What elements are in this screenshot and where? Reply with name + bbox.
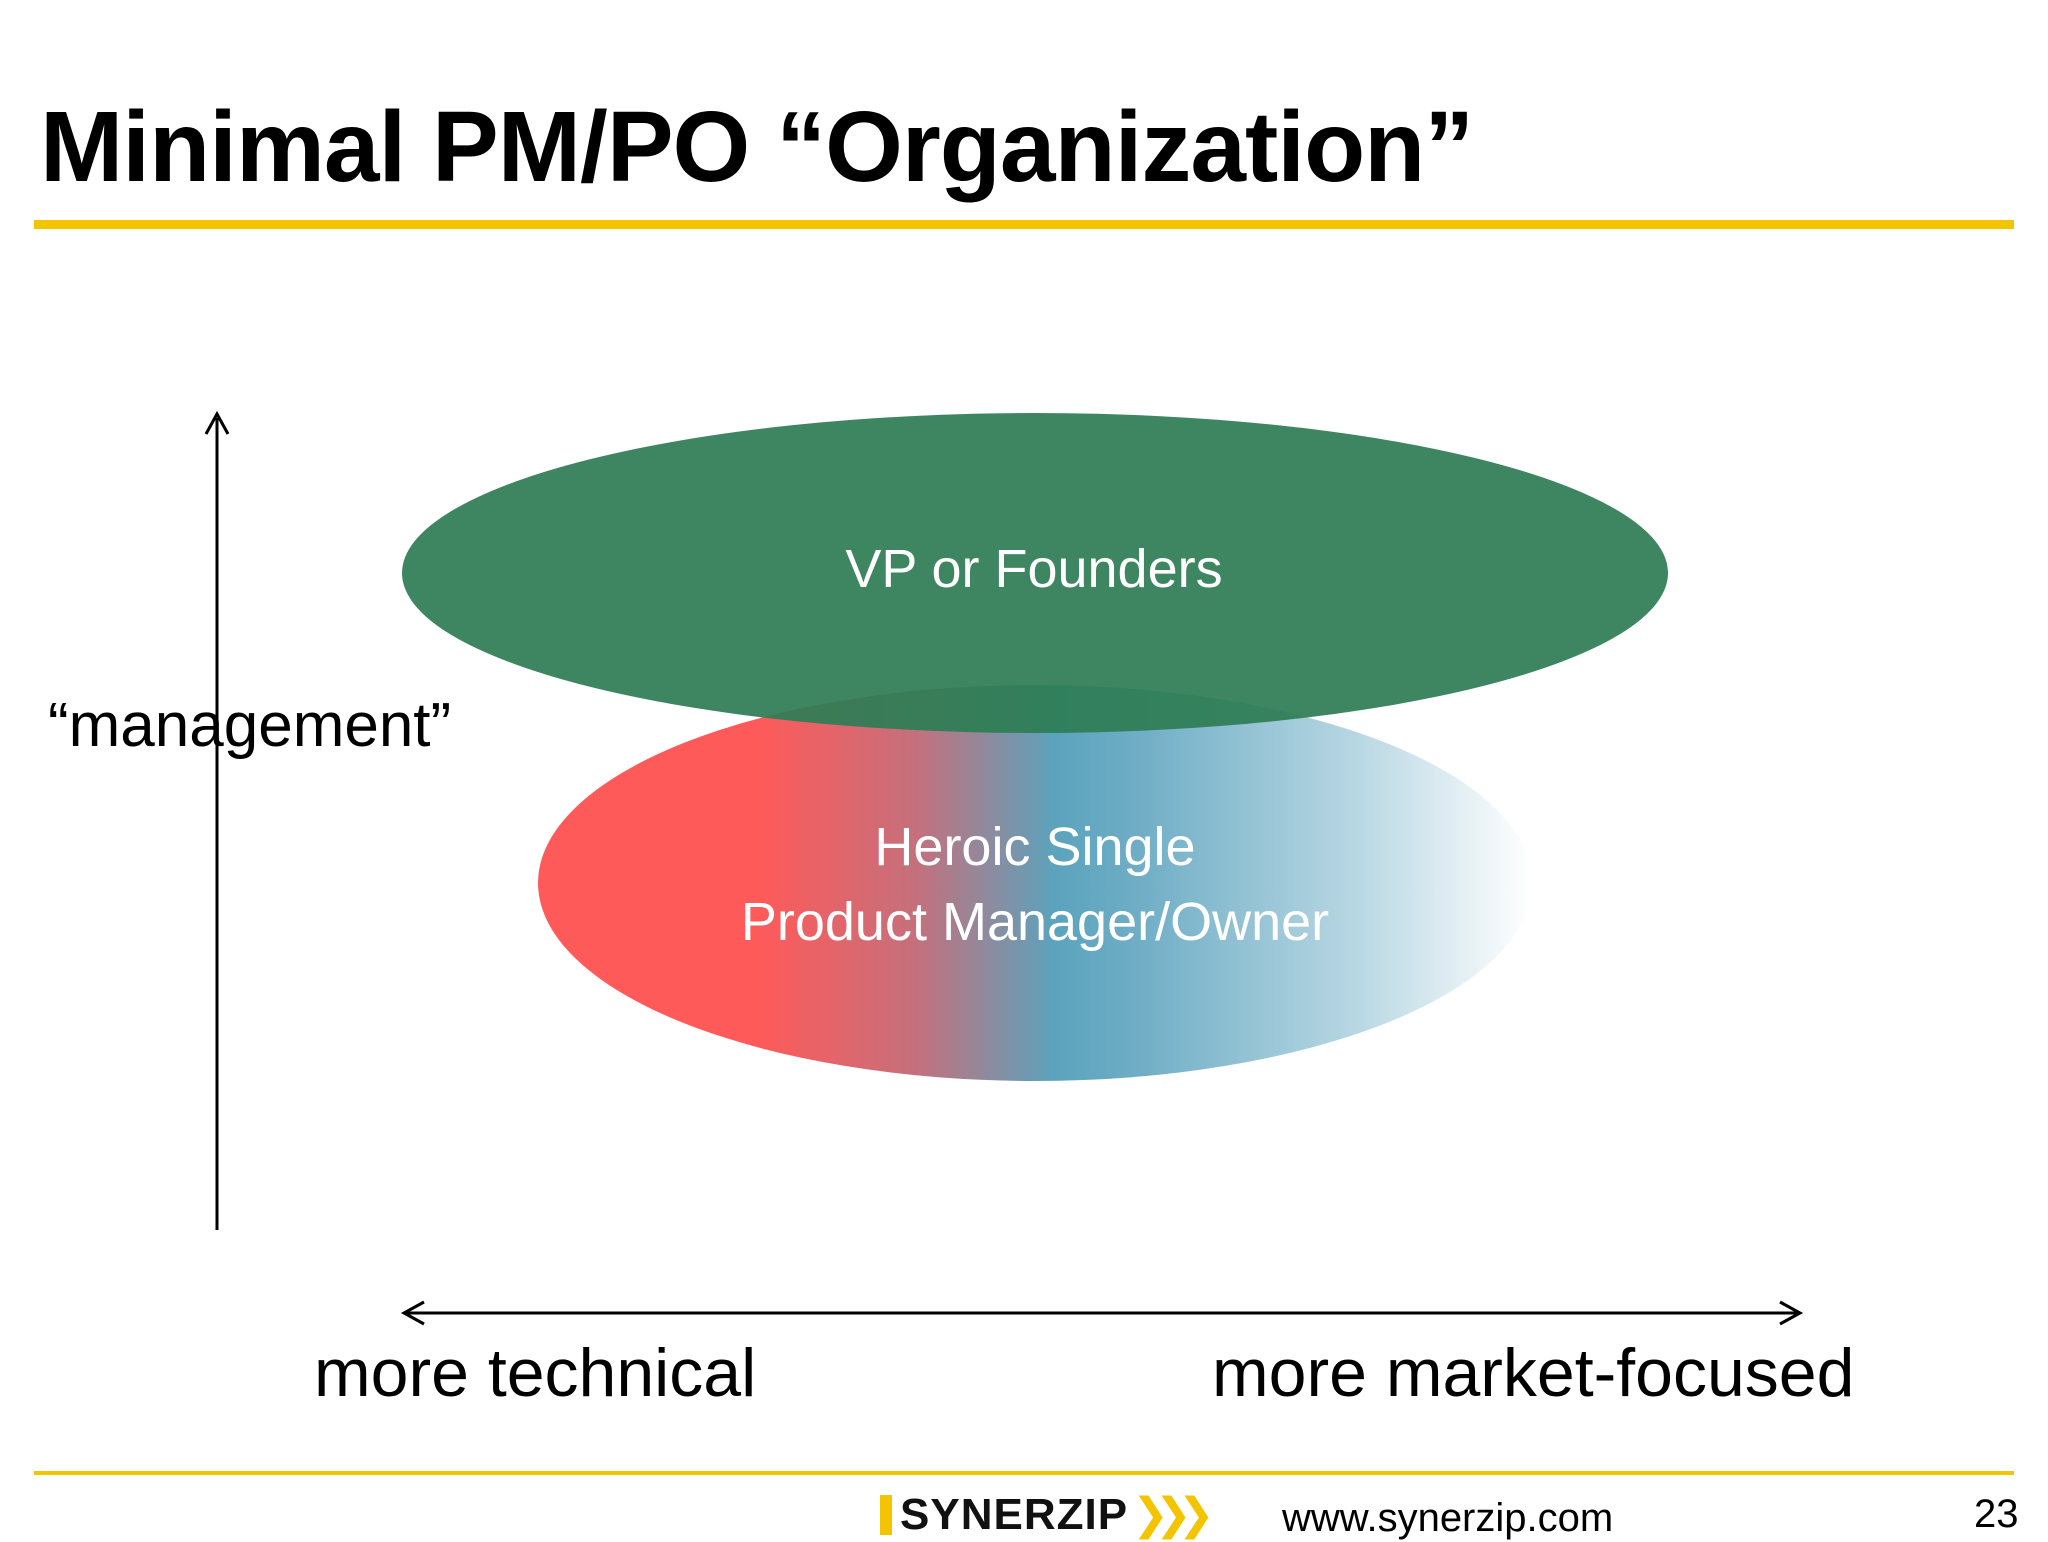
synerzip-logo: SYNERZIP ❯❯❯: [880, 1489, 1215, 1540]
page-number: 23: [1974, 1492, 2019, 1536]
footer-rule: [34, 1471, 2014, 1475]
x-axis-left-label: more technical: [314, 1335, 757, 1411]
title-underline: [34, 220, 2014, 229]
x-axis-right-label: more market-focused: [1212, 1335, 1855, 1411]
footer-url: www.synerzip.com: [1282, 1496, 1614, 1540]
pm-owner-label-line: Product Manager/Owner: [740, 892, 1330, 952]
logo-bar: [880, 1495, 892, 1535]
vp-founders-ellipse: [402, 413, 1668, 733]
chevron-right-icon: ❯❯❯: [1132, 1489, 1215, 1540]
right-arrowhead: [1779, 1300, 1804, 1326]
left-arrowhead: [400, 1300, 425, 1326]
pm-owner-ellipse: [538, 685, 1532, 1081]
y-axis-label: “management”: [48, 691, 452, 760]
vp-founders-label: VP or Founders: [845, 539, 1223, 599]
pm-owner-label-line: Heroic Single: [874, 817, 1196, 877]
slide-title: Minimal PM/PO “Organization”: [40, 91, 1474, 203]
vertical-arrowhead: [204, 410, 230, 435]
logo-text: SYNERZIP: [900, 1490, 1129, 1539]
pm-owner-label: Heroic Single Product Manager/Owner: [690, 810, 1380, 960]
